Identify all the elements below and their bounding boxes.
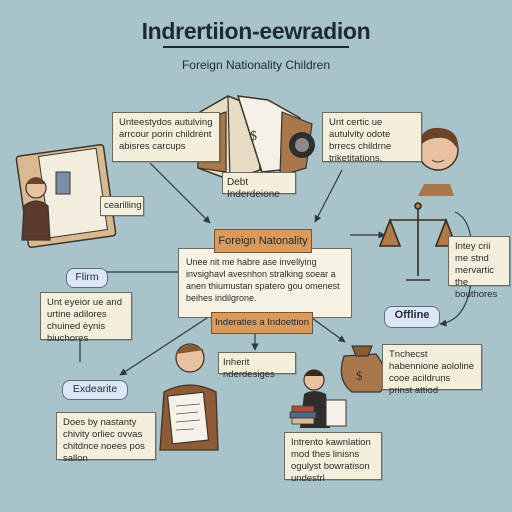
tag-offline: Offline [384, 306, 440, 328]
page-title: Indrertiion-eewradion [141, 18, 371, 44]
arrow-debt-to-center [149, 162, 211, 224]
person-reading-board-icon [15, 143, 117, 249]
center-text: Unee nit me habre ase invellying invsigh… [186, 257, 340, 303]
center-subtitle: Inderaties a Indoettion [211, 312, 313, 334]
page-subtitle: Foreign Nationality Children [181, 58, 331, 72]
note-top-right: Unt certic ue autulvity odote brrecs chi… [322, 112, 422, 164]
person-with-books-icon [289, 369, 347, 428]
title-underline [163, 46, 349, 48]
person-holding-document-icon [159, 343, 219, 451]
justice-scale-icon [378, 202, 458, 281]
label-cearilling: cearilling [100, 196, 144, 216]
arrow-center-to-right-lower [311, 317, 346, 343]
note-right-lower: Tnchecst habennione aololine cooe acildr… [382, 344, 482, 396]
svg-text:$: $ [356, 368, 363, 383]
person-face-icon [417, 127, 459, 196]
tag-exdearite: Exdearite [62, 380, 128, 400]
note-bottom-left: Does by nastanty chivity orliec ovvas ch… [56, 412, 156, 464]
label-debt: Debt Inderdeione [222, 172, 296, 200]
tag-firm: Flirm [66, 268, 108, 288]
label-inherit: Inherit nderdesiges [218, 352, 296, 380]
note-right-mid: Intey crii me stnd mervartic the bouthor… [448, 236, 510, 300]
note-top-left: Unteestydos autulving arrcour porin chil… [112, 112, 220, 162]
svg-text:$: $ [250, 129, 257, 144]
arrow-topright-to-center [314, 169, 343, 223]
center-title: Foreign Natonality [214, 229, 312, 253]
arrow-center-to-exdearite [119, 315, 211, 376]
money-bag-icon: $ [340, 345, 387, 393]
note-left-mid: Unt eyeior ue and urtine adilores chuine… [40, 292, 132, 344]
note-bottom-right: Intrento kawnlation mod thes linisns ogu… [284, 432, 382, 484]
